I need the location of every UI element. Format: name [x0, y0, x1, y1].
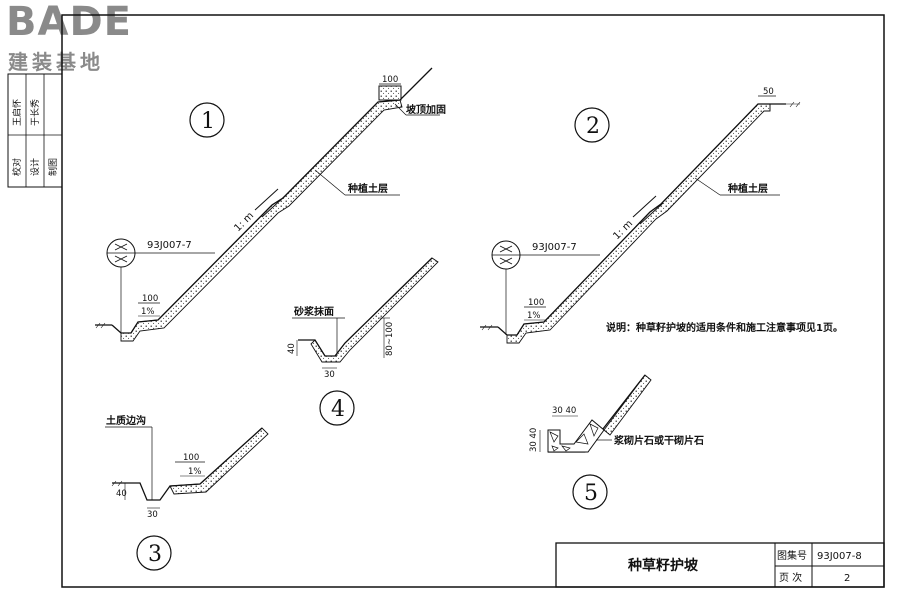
detail4-dim-left: 40	[287, 343, 297, 354]
detail2-ditch-slope: 1%	[527, 311, 541, 321]
side-signature-block: 校对 设计 制图 王启怀 于长秀	[7, 73, 63, 188]
detail-2: 50 种植土层 1: m 93J007-7 100 1% 2	[480, 87, 801, 344]
page-number: 2	[844, 573, 850, 584]
detail2-number: 2	[586, 114, 600, 139]
soil-layer	[506, 103, 771, 344]
detail-1: 100 坡顶加固 种植土层 1: m 93J007-7 100 1% 1	[95, 67, 446, 342]
detail1-ditch-slope: 1%	[141, 307, 155, 317]
detail2-ditch-dim: 100	[528, 298, 544, 308]
soil-layer	[169, 427, 269, 495]
detail3-number: 3	[148, 542, 162, 567]
detail4-dim-right: 80~100	[385, 322, 395, 356]
detail5-label: 浆砌片石或干砌片石	[614, 434, 704, 447]
detail1-top-label: 坡顶加固	[406, 103, 446, 116]
atlas-number: 93J007-8	[817, 551, 862, 562]
detail5-dim-top: 30 40	[552, 406, 576, 416]
detail5-number: 5	[584, 481, 598, 506]
stone-lining	[547, 419, 605, 453]
detail5-dim-left: 30 40	[529, 428, 539, 452]
soil-layer	[120, 99, 403, 342]
page-label: 页 次	[779, 571, 802, 584]
detail1-ditch-dim: 100	[142, 294, 158, 304]
detail4-dim-bottom: 30	[324, 370, 335, 380]
sheet-frame	[61, 14, 885, 588]
side-name-2: 于长秀	[29, 99, 41, 126]
detail2-soil-label: 种植土层	[727, 182, 768, 195]
detail1-ref: 93J007-7	[147, 240, 192, 251]
detail1-top-dim: 100	[382, 75, 398, 85]
mortar-facing	[310, 257, 439, 363]
soil-layer	[603, 374, 652, 436]
crest-reinforcement	[378, 85, 402, 101]
detail3-dim-width: 30	[147, 510, 158, 520]
logo-word: BADE	[6, 0, 132, 45]
side-role-2: 设计	[29, 158, 41, 176]
detail3-dim-depth: 40	[116, 489, 127, 499]
detail2-top-dim: 50	[763, 87, 774, 97]
detail2-ref: 93J007-7	[532, 242, 577, 253]
drawing-title: 种草籽护坡	[627, 557, 699, 574]
general-note: 说明：种草籽护坡的适用条件和施工注意事项见1页。	[606, 321, 843, 334]
title-block: 种草籽护坡 图集号 93J007-8 页 次 2	[555, 542, 885, 588]
detail3-dim-top: 100	[183, 453, 199, 463]
detail-4: 砂浆抹面 40 30 80~100 4	[287, 257, 439, 426]
atlas-label: 图集号	[777, 549, 807, 562]
side-name-1: 王启怀	[11, 99, 23, 126]
detail3-label: 土质边沟	[106, 414, 146, 427]
detail4-label: 砂浆抹面	[293, 305, 334, 318]
detail-5: 30 40 30 40 浆砌片石或干砌片石 5	[529, 374, 704, 510]
detail4-number: 4	[331, 397, 345, 422]
detail1-soil-label: 种植土层	[347, 182, 388, 195]
logo-subtitle: 建装基地	[8, 50, 104, 74]
side-role-1: 校对	[11, 158, 23, 176]
side-role-3: 制图	[47, 158, 59, 176]
detail-3: 土质边沟 100 1% 40 30 3	[105, 414, 269, 571]
detail1-number: 1	[201, 109, 215, 134]
detail3-slope: 1%	[188, 467, 202, 477]
